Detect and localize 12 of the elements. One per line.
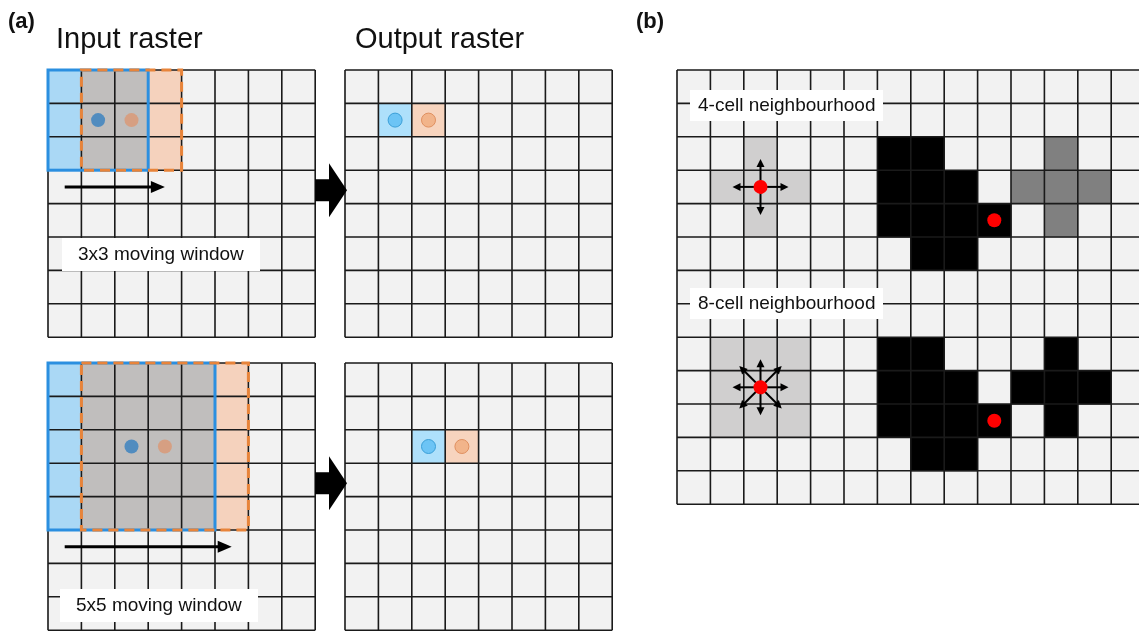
- window-label: 3x3 moving window: [62, 238, 260, 271]
- raster-grid: [345, 363, 613, 631]
- window-label: 5x5 moving window: [60, 589, 258, 622]
- neighbourhood-label: 8-cell neighbourhood: [690, 288, 884, 319]
- panel-label: (a): [8, 8, 35, 34]
- grid-title: Input raster: [56, 24, 203, 53]
- block-arrow: [315, 456, 347, 511]
- block-arrow: [315, 163, 347, 218]
- raster-grid: [48, 363, 316, 631]
- grid-title: Output raster: [355, 24, 525, 53]
- neighbourhood-label: 4-cell neighbourhood: [690, 90, 884, 121]
- panel-label: (b): [636, 8, 665, 34]
